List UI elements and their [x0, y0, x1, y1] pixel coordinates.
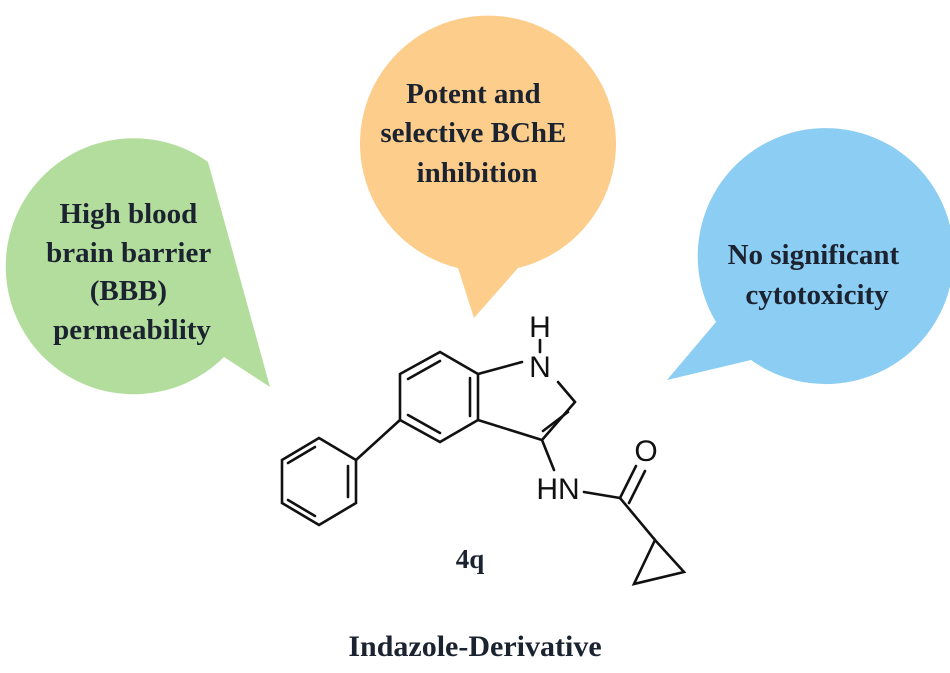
- benzene-ring: [398, 350, 480, 444]
- atom-n: N: [529, 351, 551, 384]
- phenyl-ring: [280, 436, 358, 527]
- svg-text:No significant cytotoxic: No significant cytotoxicity: [728, 239, 907, 311]
- bubble-right-shape: [667, 128, 950, 384]
- svg-text:Potent and selective BCh: Potent and selective BChE inhibition: [380, 78, 573, 189]
- bubble-left-line-3: (BBB): [90, 275, 167, 307]
- pyrrole-ring: [476, 338, 577, 442]
- bubble-top-shape: [359, 15, 616, 318]
- bubble-left-line-1: High blood: [59, 198, 197, 230]
- atom-hn: HN: [536, 473, 579, 506]
- cyclopropyl-ring: [631, 537, 687, 586]
- svg-text:High blood brain barrier: High blood brain barrier (BBB) permeabil…: [46, 198, 218, 346]
- molecule-structure: H N HN O: [280, 311, 687, 586]
- bubble-top-line-1: Potent and: [406, 78, 541, 110]
- atom-o: O: [634, 435, 657, 468]
- biaryl-bond: [354, 418, 402, 462]
- bubble-bche-inhibition: Potent and selective BChE inhibition: [359, 15, 616, 318]
- bubble-left-shape: [5, 138, 270, 395]
- bubble-cytotoxicity: No significant cytotoxicity: [667, 128, 950, 384]
- bubble-left-line-2: brain barrier: [46, 237, 211, 269]
- amide-chain: [540, 438, 657, 542]
- bubble-right-line-1: No significant: [728, 239, 900, 271]
- bubble-top-line-2: selective BChE: [380, 117, 566, 149]
- atom-h: H: [529, 311, 551, 344]
- compound-label: 4q: [456, 544, 485, 574]
- bubble-bbb-permeability: High blood brain barrier (BBB) permeabil…: [5, 138, 270, 395]
- figure-caption: Indazole-Derivative: [348, 630, 601, 663]
- bubble-left-line-4: permeability: [53, 314, 211, 346]
- bubble-top-line-3: inhibition: [417, 157, 538, 189]
- bubble-right-line-2: cytotoxicity: [745, 279, 889, 311]
